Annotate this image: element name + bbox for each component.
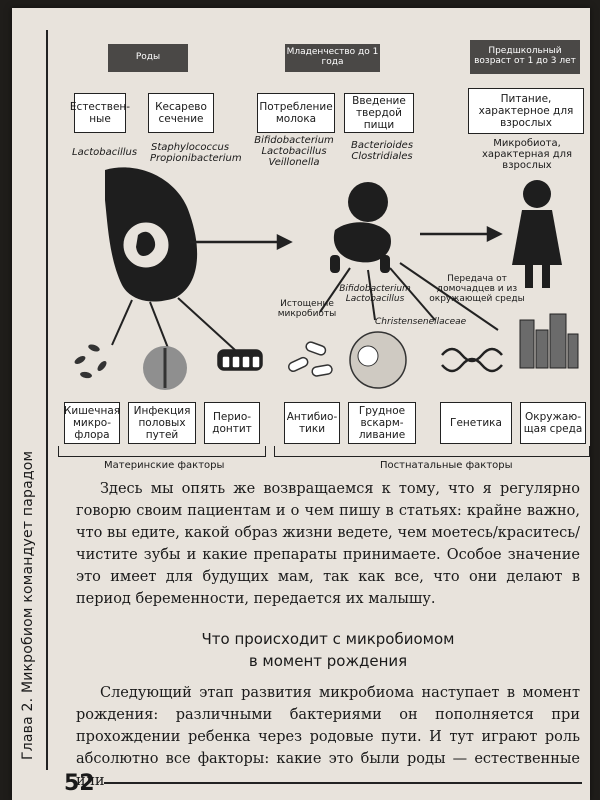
bracket-maternal [58,446,266,457]
stage-preschool: Предшкольный возраст от 1 до 3 лет [470,40,580,74]
pregnant-woman-illustration [105,167,198,302]
stage-birth: Роды [108,44,188,72]
box-cesarean: Кесарево сечение [148,93,214,133]
teeth-icon [217,349,263,371]
infection-icon [143,346,187,390]
box-natural-birth: Естествен-ные [70,93,130,133]
bacteria-natural: Lactobacillus [72,147,138,158]
stage-infancy: Младенчество до 1 года [285,44,380,72]
heading-line-1: Что происходит с микробиомом [201,630,455,648]
box-adult-food: Питание, характерное для взрослых [468,88,584,134]
book-page: Глава 2. Микробиом командует парадом [12,8,590,800]
bacteria-icon [74,344,107,379]
box-environment: Окружаю-щая среда [520,402,586,444]
bacteria-cesarean: Staphylococcus Propionibacterium [150,142,242,164]
section-heading: Что происходит с микробиомом в момент ро… [76,628,580,672]
label-depletion: Истощение микробиоты [277,299,337,319]
box-antibiotics: Антибио-тики [284,402,340,444]
child-illustration [512,180,562,288]
paragraph-1: Здесь мы опять же возвращаемся к тому, ч… [76,481,580,607]
bacteria-milk: Bifidobacterium Lactobacillus Veillonell… [254,135,334,168]
group-maternal: Материнские факторы [104,460,225,471]
bracket-postnatal [274,446,590,457]
box-periodontitis: Перио-донтит [204,402,260,444]
box-genetics: Генетика [440,402,512,444]
breastfeeding-icon [349,331,407,389]
factor-arrows [111,262,499,351]
arrow-to-baby [190,233,293,251]
label-breastfeed-bacteria: Bifidobacterium Lactobacillus [339,284,411,304]
microbiome-figure: Роды Младенчество до 1 года Предшкольный… [50,30,590,480]
running-head: Глава 2. Микробиом командует парадом [20,450,36,760]
footer-rule [104,782,582,784]
label-transfer: Передача от домочадцев и из окружающей с… [429,274,525,304]
box-solid-food: Введение твердой пищи [344,93,414,133]
box-gut-flora: Кишечная микро-флора [64,402,120,444]
bacteria-adult: Микробиота, характерная для взрослых [481,138,573,171]
heading-line-2: в момент рождения [248,652,408,670]
pills-icon [287,341,333,377]
box-milk: Потребление молока [257,93,335,133]
dna-icon [441,347,503,373]
box-breastfeeding: Грудное вскарм-ливание [348,402,416,444]
paragraph-2: Следующий этап развития микробиома насту… [76,685,580,789]
arrow-to-child [420,225,503,243]
crawling-baby-illustration [330,182,391,273]
side-rule [46,30,48,770]
page-number: 52 [64,771,95,796]
figure-illustrations [74,167,579,390]
label-genetics-bacteria: Christensenellaceae [375,317,467,327]
box-genital-infection: Инфекция половых путей [128,402,196,444]
bacteria-solid: Bacterioides Clostridiales [350,140,414,162]
group-postnatal: Постнатальные факторы [380,460,513,471]
city-icon [519,313,579,369]
